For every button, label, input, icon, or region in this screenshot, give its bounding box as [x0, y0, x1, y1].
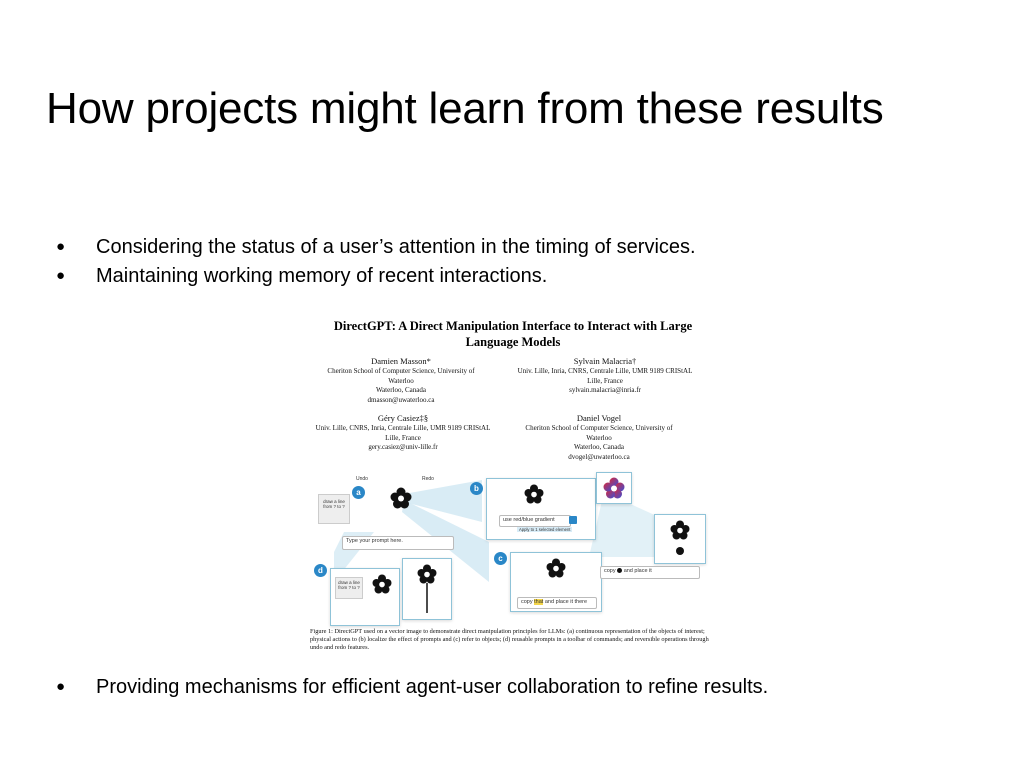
prompt-input[interactable]: copy that and place it there — [517, 597, 597, 609]
label-b: b — [470, 482, 483, 495]
flower-icon — [372, 574, 392, 594]
author-affiliation: Lille, France — [385, 433, 421, 442]
flower-icon — [524, 484, 544, 504]
prompt-text: copy — [604, 568, 616, 574]
author-name: Sylvain Malacria† — [573, 356, 637, 366]
author-affiliation: Waterloo, Canada — [574, 443, 624, 451]
directgpt-diagram: Undo Redo a draw a line from ? to ? Type… — [314, 472, 714, 626]
author-email: dmasson@uwaterloo.ca — [367, 395, 435, 404]
figure-caption: Figure 1: DirectGPT used on a vector ima… — [310, 628, 709, 651]
canvas-card-d: draw a line from ? to ? — [330, 568, 400, 626]
result-card-copy — [654, 514, 706, 564]
bullet-icon: ● — [56, 678, 66, 695]
author-block: Géry Casiez‡§ Univ. Lille, CNRS, Inria, … — [298, 413, 508, 453]
flower-stack-icon — [670, 520, 690, 555]
bullet-item: ● Maintaining working memory of recent i… — [56, 263, 696, 292]
toolbar-command-card[interactable]: draw a line from ? to ? — [335, 577, 363, 599]
label-c: c — [494, 552, 507, 565]
prompt-text: and place it — [623, 568, 652, 574]
bullet-icon: ● — [56, 267, 66, 284]
author-name: Géry Casiez‡§ — [377, 413, 429, 423]
bullet-list-bottom: ● Providing mechanisms for efficient age… — [56, 674, 768, 700]
author-block: Sylvain Malacria† Univ. Lille, Inria, CN… — [500, 356, 710, 396]
paper-title: DirectGPT: A Direct Manipulation Interfa… — [308, 318, 718, 350]
bullet-text: Providing mechanisms for efficient agent… — [96, 676, 769, 698]
highlighted-word: that — [534, 599, 544, 605]
canvas-card-b: use red/blue gradient Apply to 1 selecte… — [486, 478, 596, 540]
toolbar-command-card[interactable]: draw a line from ? to ? — [318, 494, 350, 524]
flower-icon — [546, 558, 566, 578]
author-email: dvogel@uwaterloo.ca — [568, 452, 630, 461]
paper-title-line: Language Models — [465, 335, 561, 349]
flower-icon — [390, 487, 412, 509]
author-affiliation: Univ. Lille, CNRS, Inria, Centrale Lille… — [315, 424, 491, 432]
canvas-card-c: copy that and place it there — [510, 552, 602, 612]
label-a: a — [352, 486, 365, 499]
bullet-text: Considering the status of a user’s atten… — [96, 236, 696, 258]
prompt-input[interactable]: copy and place it — [600, 566, 700, 579]
author-block: Daniel Vogel Cheriton School of Computer… — [504, 413, 694, 462]
author-affiliation: Univ. Lille, Inria, CNRS, Centrale Lille… — [517, 367, 693, 375]
author-name: Daniel Vogel — [576, 413, 622, 423]
bullet-item: ● Considering the status of a user’s att… — [56, 234, 696, 263]
paper-figure: DirectGPT: A Direct Manipulation Interfa… — [308, 312, 718, 654]
undo-button[interactable]: Undo — [356, 476, 368, 482]
paper-title-line: DirectGPT: A Direct Manipulation Interfa… — [333, 319, 693, 333]
applied-note: Apply to 1 selected element — [517, 527, 573, 532]
author-affiliation: Lille, France — [587, 376, 623, 385]
redo-button[interactable]: Redo — [422, 476, 434, 482]
author-name: Damien Masson* — [371, 356, 431, 366]
author-affiliation: Waterloo — [586, 433, 612, 442]
author-affiliation: Cheriton School of Computer Science, Uni… — [327, 367, 475, 375]
prompt-input[interactable]: use red/blue gradient — [499, 515, 571, 527]
author-block: Damien Masson* Cheriton School of Comput… — [306, 356, 496, 405]
bullet-text: Maintaining working memory of recent int… — [96, 265, 548, 287]
prompt-text: copy — [521, 599, 533, 605]
bullet-icon: ● — [56, 238, 66, 255]
bullet-item: ● Providing mechanisms for efficient age… — [56, 674, 768, 700]
author-affiliation: Waterloo, Canada — [376, 386, 426, 394]
bullet-list-top: ● Considering the status of a user’s att… — [56, 234, 696, 292]
author-email: sylvain.malacria@inria.fr — [569, 386, 641, 394]
author-affiliation: Cheriton School of Computer Science, Uni… — [525, 424, 673, 432]
result-card-line — [402, 558, 452, 620]
slide-title: How projects might learn from these resu… — [46, 84, 884, 133]
send-icon[interactable] — [569, 516, 577, 524]
prompt-text: and place it there — [544, 599, 588, 605]
author-affiliation: Waterloo — [388, 376, 414, 385]
object-chip-icon — [617, 568, 623, 574]
result-card-gradient — [596, 472, 632, 504]
label-d: d — [314, 564, 327, 577]
flower-with-stem-icon — [417, 564, 437, 613]
author-email: gery.casiez@univ-lille.fr — [368, 443, 438, 451]
flower-icon — [603, 477, 625, 499]
prompt-input[interactable]: Type your prompt here. — [342, 536, 454, 550]
